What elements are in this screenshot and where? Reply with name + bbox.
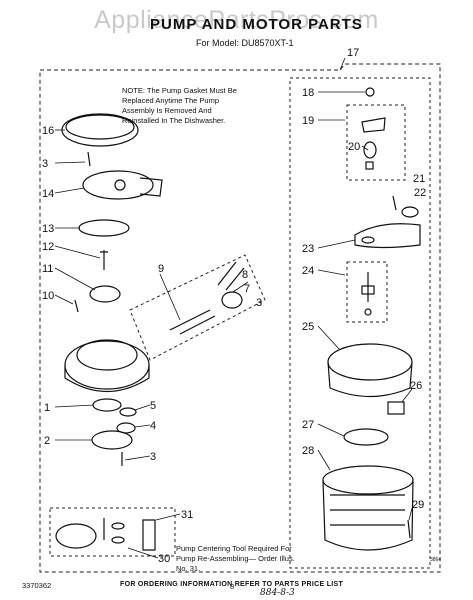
tool-box	[49, 507, 176, 557]
main-assembly-box	[39, 63, 441, 573]
callout-22: 22	[414, 187, 426, 199]
motor-assembly-box	[289, 77, 431, 569]
callout-4: 4	[150, 420, 156, 432]
part-pump-base	[64, 340, 150, 390]
sub-box-19	[346, 104, 406, 181]
callout-30: 30	[158, 553, 170, 565]
callout-29: 29	[412, 499, 424, 511]
sub-box-24	[346, 261, 388, 323]
callout-3b: 3	[256, 297, 262, 309]
callout-16: 16	[42, 125, 54, 137]
part-27	[343, 428, 389, 446]
tool-note: Pump Centering Tool Required For Pump Re…	[176, 544, 295, 573]
part-1	[92, 398, 122, 412]
callout-26: 26	[410, 380, 422, 392]
callout-13: 13	[42, 223, 54, 235]
callout-31: 31	[181, 509, 193, 521]
doc-code: 3370362	[22, 581, 52, 590]
part-31-tool	[142, 519, 156, 551]
part-pump-housing	[82, 170, 154, 200]
callout-21: 21	[413, 173, 425, 185]
callout-17: 17	[347, 47, 359, 59]
part-30	[55, 523, 97, 549]
part-18	[365, 87, 375, 97]
callout-11: 11	[42, 263, 53, 275]
sub-box-9	[129, 254, 266, 361]
part-motor-cover	[327, 343, 413, 381]
model-label: For Model: DU8570XT-1	[196, 38, 294, 48]
part-23	[354, 223, 421, 249]
callout-23: 23	[302, 243, 314, 255]
callout-1: 1	[44, 402, 50, 414]
gasket-note: NOTE: The Pump Gasket Must Be Replaced A…	[122, 86, 237, 125]
callout-20: 20	[348, 141, 360, 153]
part-impeller	[89, 285, 121, 303]
page-number: 8	[230, 582, 235, 591]
callout-5: 5	[150, 400, 156, 412]
part-motor	[322, 465, 414, 495]
handwritten-note: 884-8-3	[260, 588, 295, 598]
callout-3a: 3	[42, 158, 48, 170]
callout-8: 8	[242, 269, 248, 281]
callout-10: 10	[42, 290, 54, 302]
callout-14: 14	[42, 188, 54, 200]
callout-7: 7	[244, 283, 250, 295]
callout-2: 2	[44, 435, 50, 447]
part-seal-ring	[78, 219, 130, 237]
callout-3c: 3	[150, 451, 156, 463]
callout-18: 18	[302, 87, 314, 99]
callout-12: 12	[42, 241, 54, 253]
callout-27: 27	[302, 419, 314, 431]
page-title: PUMP AND MOTOR PARTS	[150, 16, 363, 33]
callout-9: 9	[158, 263, 164, 275]
callout-25: 25	[302, 321, 314, 333]
callout-19: 19	[302, 115, 314, 127]
small-code: 3864	[430, 557, 442, 563]
watermark: AppliancePartsPros.com	[94, 6, 379, 34]
ordering-footer: FOR ORDERING INFORMATION REFER TO PARTS …	[120, 581, 344, 588]
callout-28: 28	[302, 445, 314, 457]
callout-24: 24	[302, 265, 314, 277]
part-2	[91, 430, 133, 450]
